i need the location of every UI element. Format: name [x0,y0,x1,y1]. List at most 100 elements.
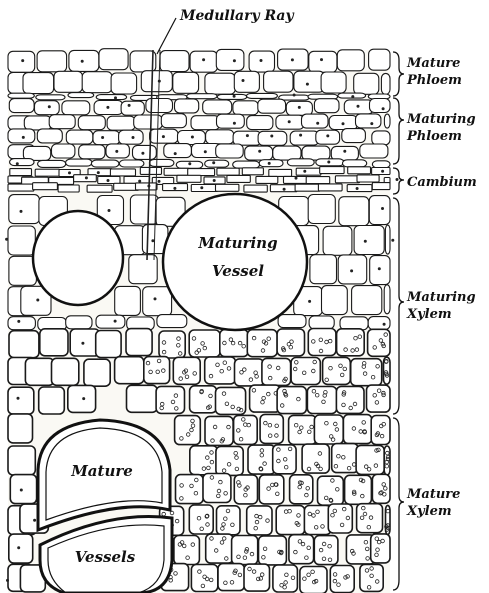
cell [37,129,62,143]
cell [314,536,338,565]
nucleus-dot [258,150,261,153]
cell [247,506,272,535]
cell [8,51,35,72]
cell [347,185,372,192]
cell [8,446,35,475]
cell [143,287,172,316]
cell [10,159,34,166]
nucleus-dot [260,59,263,62]
nucleus-dot [306,83,309,86]
cell [119,130,144,144]
cell [203,474,231,503]
nucleus-dot [204,150,207,153]
cell [369,49,390,70]
cell [174,536,200,565]
cell [302,114,329,128]
cell [287,159,314,166]
cell [175,99,199,113]
cell [136,183,158,190]
cell [357,175,379,182]
nucleus-dot [82,397,85,400]
cell [191,565,217,592]
nucleus-dot [108,209,111,212]
nucleus-dot [293,94,296,97]
cell [345,475,372,504]
nucleus-dot [288,120,291,123]
nucleus-dot [327,161,330,164]
cell [258,131,287,145]
nucleus-dot [22,136,25,139]
nucleus-dot [202,58,205,61]
cell [273,445,296,474]
nucleus-dot [68,171,71,174]
cell [294,71,324,92]
cell [205,73,235,94]
cell [91,160,119,167]
nucleus-dot [81,60,84,63]
cell [119,160,143,167]
nucleus-dot [132,136,135,139]
cell [354,226,384,255]
cell [295,184,320,191]
cell [356,114,381,128]
mature-xylem-label-line1: Mature [406,487,460,502]
cell [40,329,68,356]
cell [96,331,121,358]
cell [96,95,126,100]
cell [247,116,273,130]
cell [259,475,284,504]
cell [245,146,273,160]
maturing-xylem-label-line1: Maturing [406,290,476,305]
cell [323,357,351,384]
cell [129,255,157,284]
cell [164,144,192,158]
cell [187,94,217,99]
cell [277,387,306,414]
nucleus-dot [97,171,100,174]
medullary-ray-pointer [157,18,176,54]
cell [269,169,292,176]
nucleus-dot [298,106,301,109]
vessels-label: Vessels [75,548,136,566]
cell [258,99,286,113]
cell [206,130,234,144]
nucleus-dot [6,579,9,582]
nucleus-dot [107,179,110,182]
cell [217,114,245,128]
cell [190,51,217,72]
mature-phloem-label-line1: Mature [406,56,460,71]
cell [189,505,213,534]
cell [338,255,367,284]
nucleus-dot [342,122,345,125]
cell [302,146,330,160]
nucleus-dot [33,519,36,522]
nucleus-dot [17,546,20,549]
cell [217,94,246,99]
nucleus-dot [17,397,20,400]
cell [33,183,58,190]
nucleus-dot [151,239,154,242]
cell [121,101,144,115]
cell [289,415,317,444]
nucleus-dot [212,161,215,164]
cell [54,71,83,92]
cell [8,387,34,414]
cell [24,116,51,130]
nucleus-dot [17,320,20,323]
cell [322,286,348,315]
nucleus-dot [356,187,359,190]
nucleus-dot [20,210,23,213]
cell [173,72,199,93]
nucleus-dot [36,299,39,302]
cell [9,195,40,224]
cell [52,144,75,158]
nucleus-dot [308,300,311,303]
cell [232,536,258,565]
nucleus-dot [5,238,8,241]
cell [87,185,112,192]
cell [68,93,94,98]
nucleus-dot [114,96,117,99]
cell [216,49,244,70]
cell [216,144,244,158]
